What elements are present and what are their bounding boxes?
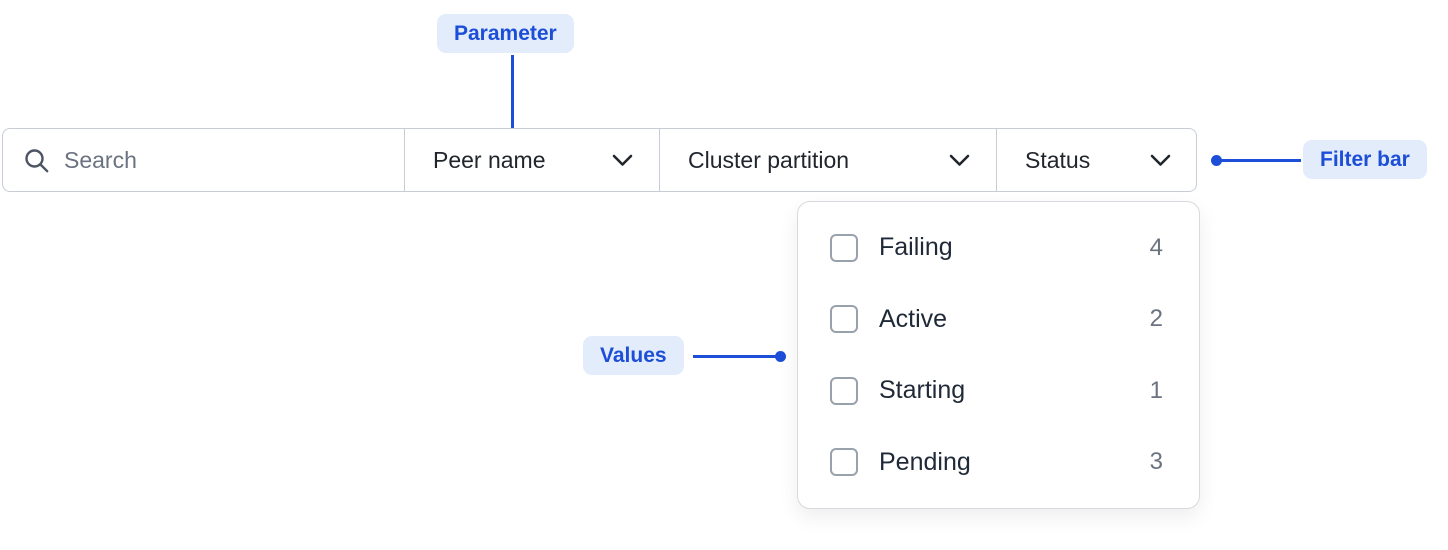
parameter-pointer-line <box>511 55 514 142</box>
filter-bar: Peer name Cluster partition Status <box>2 128 1197 192</box>
filter-param-status[interactable]: Status <box>996 129 1197 191</box>
option-label: Failing <box>879 233 953 262</box>
checkbox-failing[interactable] <box>830 233 858 262</box>
parameter-annotation-badge: Parameter <box>437 14 574 54</box>
checkbox-pending[interactable] <box>830 448 858 477</box>
values-pointer-dot <box>775 351 786 362</box>
filter-param-status-label: Status <box>1025 146 1091 173</box>
search-segment[interactable] <box>3 129 404 191</box>
checkbox-starting[interactable] <box>830 376 858 405</box>
option-label: Pending <box>879 447 971 476</box>
status-dropdown-panel: Failing 4 Active 2 Starting 1 Pending 3 <box>797 201 1200 509</box>
filter-param-peer-name-label: Peer name <box>433 146 546 173</box>
option-count: 4 <box>1149 233 1163 261</box>
option-count: 3 <box>1149 448 1163 476</box>
filter-param-peer-name[interactable]: Peer name <box>404 129 659 191</box>
dropdown-option-starting[interactable]: Starting 1 <box>798 355 1199 427</box>
search-input[interactable] <box>64 146 388 174</box>
dropdown-option-active[interactable]: Active 2 <box>798 284 1199 356</box>
option-label: Starting <box>879 376 966 405</box>
filter-param-cluster-partition-label: Cluster partition <box>688 146 850 173</box>
filter-bar-annotation-badge: Filter bar <box>1303 140 1427 180</box>
option-count: 1 <box>1149 376 1163 404</box>
checkbox-active[interactable] <box>830 305 858 334</box>
search-icon <box>25 148 49 172</box>
chevron-down-icon <box>1150 154 1171 166</box>
chevron-down-icon <box>949 154 970 166</box>
option-label: Active <box>879 304 948 333</box>
filter-bar-pointer-dot <box>1211 155 1222 166</box>
filter-param-cluster-partition[interactable]: Cluster partition <box>659 129 996 191</box>
dropdown-option-pending[interactable]: Pending 3 <box>798 427 1199 499</box>
values-annotation-badge: Values <box>583 336 684 376</box>
option-count: 2 <box>1149 305 1163 333</box>
dropdown-option-failing[interactable]: Failing 4 <box>798 212 1199 284</box>
filter-bar-pointer-line <box>1217 159 1301 162</box>
chevron-down-icon <box>612 154 633 166</box>
values-pointer-line <box>693 355 777 358</box>
